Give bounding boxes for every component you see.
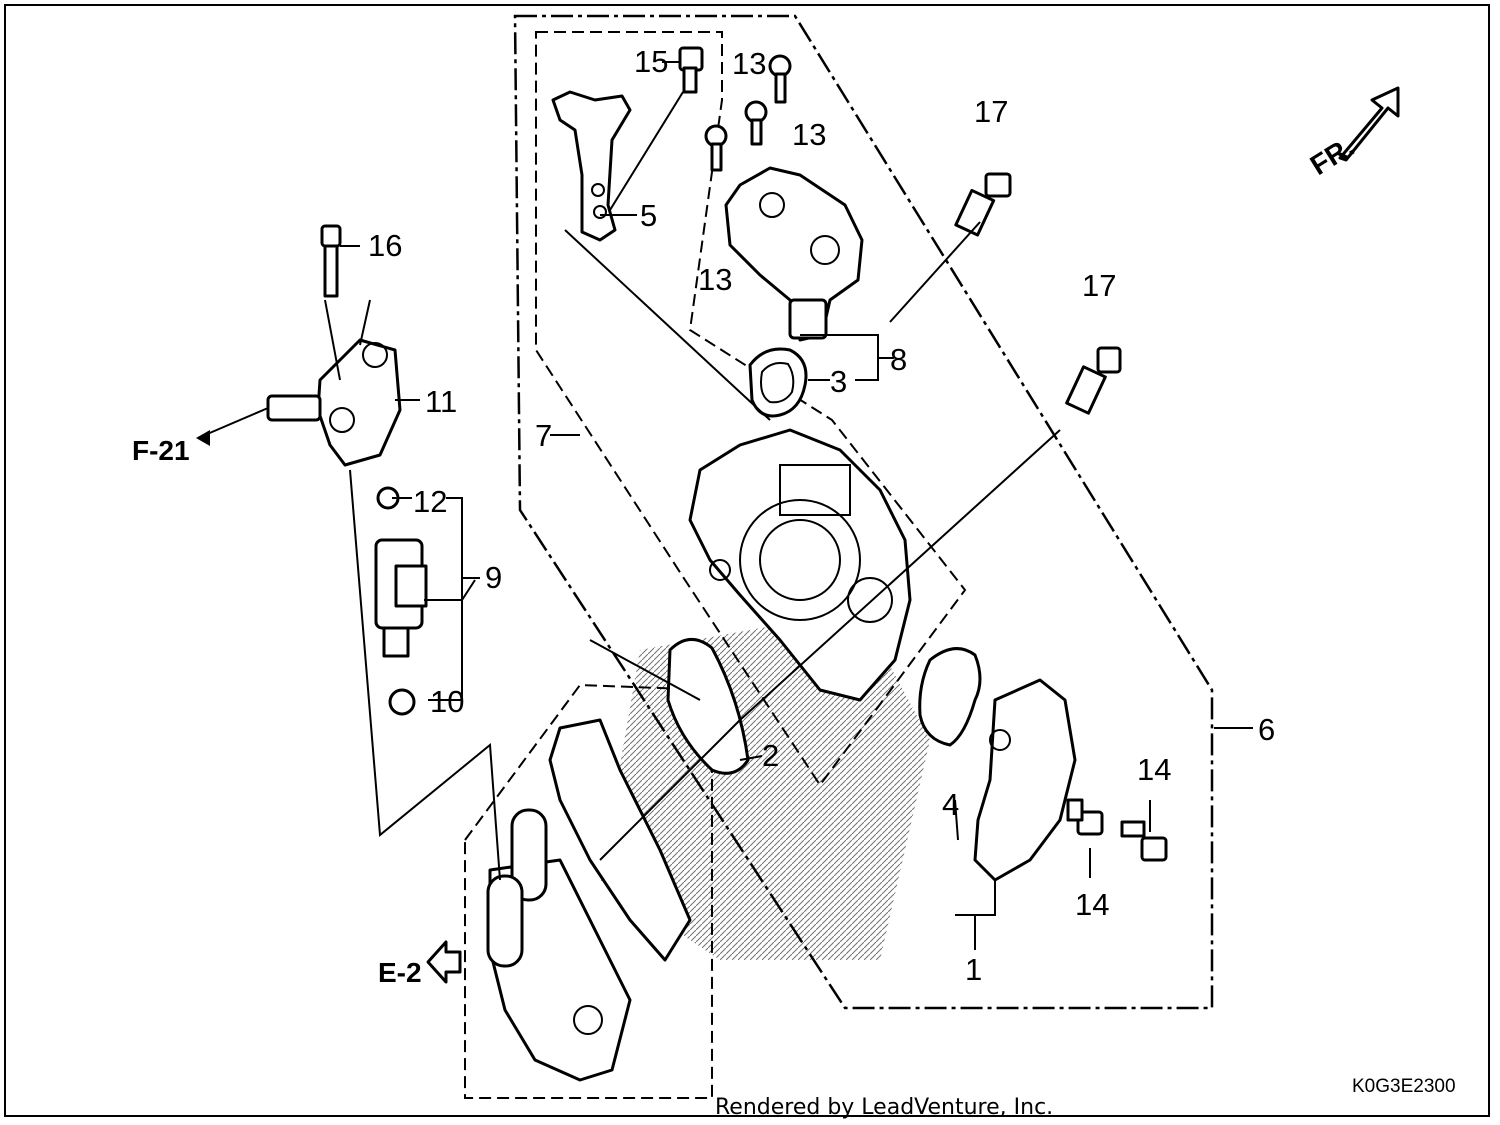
callout-17b: 17 [1082,268,1116,303]
gasket-part-2 [666,638,750,775]
callout-7: 7 [535,418,552,453]
f21-arrow-icon [196,430,210,446]
callout-15: 15 [634,44,668,79]
screws-part-13 [704,54,792,172]
bolts-part-14 [1066,798,1168,862]
assembly-outline-6 [513,14,1214,1010]
callout-1: 1 [965,952,982,987]
bolt-part-16 [320,224,342,298]
callout-4: 4 [942,787,959,822]
callout-8: 8 [890,342,907,377]
throttle-body [688,428,912,702]
callout-13b: 13 [792,117,826,152]
reference-f21: F-21 [132,435,190,466]
sub-assembly-outline-7 [535,31,967,787]
injector-part-9 [374,486,428,716]
callout-13a: 13 [732,46,766,81]
callout-16: 16 [368,228,402,263]
callout-13c: 13 [698,262,732,297]
bolt-part-15 [678,46,704,94]
callout-11: 11 [425,384,457,419]
callout-9: 9 [485,560,502,595]
credit-text: Rendered by LeadVenture, Inc. [715,1095,1053,1120]
front-arrow-icon [1338,86,1400,162]
reference-e2: E-2 [378,957,422,988]
callout-14b: 14 [1075,887,1109,922]
injector-holder-part-11 [266,338,402,467]
callout-5: 5 [640,198,657,233]
sensor-bracket-part-5 [551,90,632,242]
leader-lines [197,61,1253,950]
callout-6: 6 [1258,712,1275,747]
arrow-left-icon [426,940,462,984]
front-label: FR. [1305,131,1360,181]
sensor-part-1 [973,678,1077,882]
throttle-sensor-part-8 [724,166,864,342]
callout-12: 12 [413,484,447,519]
callout-10: 10 [430,684,464,719]
callout-17a: 17 [974,94,1008,129]
gasket-part-4 [918,647,982,747]
callout-2: 2 [762,738,779,773]
callout-14a: 14 [1137,752,1171,787]
diagram-code: K0G3E2300 [1352,1076,1456,1097]
bolts-part-17 [954,172,1122,415]
callout-3: 3 [830,364,847,399]
gasket-part-3 [748,347,808,418]
